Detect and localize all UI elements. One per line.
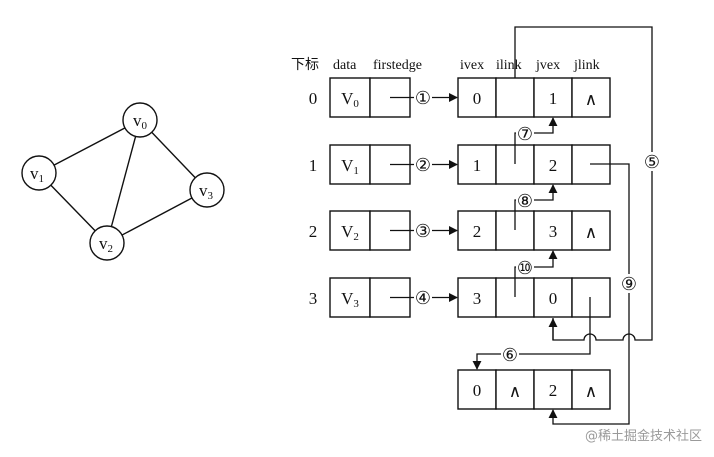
edge-nodes xyxy=(457,77,611,410)
vertex-index-1: 1 xyxy=(309,156,318,175)
svg-text:v3: v3 xyxy=(199,181,214,202)
graph-vertex-v1: v1 xyxy=(21,155,57,191)
vertex-cell-data-0 xyxy=(329,77,371,118)
marker-4: ④ xyxy=(414,288,432,308)
edge-node-3-jvex xyxy=(533,277,573,318)
header-ivex: ivex xyxy=(460,58,484,73)
edge-node-4-jvex xyxy=(533,369,573,410)
svg-text:⑦: ⑦ xyxy=(517,124,533,144)
graph-vertex-v0: v0 xyxy=(122,102,158,138)
edge-node-2-jvex-value: 3 xyxy=(549,222,558,241)
step-markers: ① ② ③ ④ ⑤ ⑥ ⑦ ⑧ xyxy=(414,88,661,365)
graph-edge-v0-v1 xyxy=(38,119,141,174)
graph-edge-v2-v3 xyxy=(106,189,208,244)
edge-node-4-ilink-null: ∧ xyxy=(509,382,521,401)
edge-node-4-jlink-null: ∧ xyxy=(585,382,597,401)
marker-9: ⑨ xyxy=(620,274,638,294)
marker-5: ⑤ xyxy=(643,152,661,172)
edge-node-1-jvex xyxy=(533,144,573,185)
marker-8: ⑧ xyxy=(516,191,534,211)
edge-node-3-ivex xyxy=(457,277,497,318)
graph xyxy=(38,119,208,244)
graph-vertices: v0 v1 v2 v3 xyxy=(21,102,225,261)
vertex-table-text: 0 1 2 3 V0 V1 V2 V3 xyxy=(309,89,360,310)
svg-text:⑥: ⑥ xyxy=(502,345,518,365)
jlink-pointer-9 xyxy=(548,163,630,425)
edge-node-0-jlink xyxy=(571,77,611,118)
svg-text:⑨: ⑨ xyxy=(621,274,637,294)
header-jlink: jlink xyxy=(573,58,600,73)
svg-text:⑤: ⑤ xyxy=(644,152,660,172)
marker-6: ⑥ xyxy=(501,345,519,365)
edge-node-0-jvex xyxy=(533,77,573,118)
edge-node-0-ivex-value: 0 xyxy=(473,89,482,108)
edge-node-4-ivex xyxy=(457,369,497,410)
vertex-index-2: 2 xyxy=(309,222,318,241)
edge-node-0-ilink xyxy=(495,77,535,118)
vertex-data-0: V0 xyxy=(341,89,359,110)
vertex-index-0: 0 xyxy=(309,89,318,108)
graph-vertex-v2: v2 xyxy=(89,225,125,261)
header-jvex: jvex xyxy=(535,58,560,73)
edge-node-1-ivex xyxy=(457,144,497,185)
edge-node-4-jlink xyxy=(571,369,611,410)
vertex-cell-data-1 xyxy=(329,144,371,185)
edge-node-0-jvex-value: 1 xyxy=(549,89,558,108)
watermark: @稀土掘金技术社区 xyxy=(585,428,702,444)
svg-text:③: ③ xyxy=(415,221,431,241)
vertex-data-3: V3 xyxy=(341,289,359,310)
marker-3: ③ xyxy=(414,221,432,241)
edge-node-4-ivex-value: 0 xyxy=(473,381,482,400)
svg-text:v2: v2 xyxy=(99,234,113,255)
graph-vertex-v3: v3 xyxy=(189,172,225,208)
vertex-data-2: V2 xyxy=(341,222,359,243)
edge-node-4-jvex-value: 2 xyxy=(549,381,558,400)
vertex-cell-data-3 xyxy=(329,277,371,318)
edge-node-3-jlink xyxy=(571,277,611,318)
svg-text:①: ① xyxy=(415,88,431,108)
header-index: 下标 xyxy=(291,57,319,73)
svg-text:⑧: ⑧ xyxy=(517,191,533,211)
edge-node-0-jlink-null: ∧ xyxy=(585,90,597,109)
svg-text:⑩: ⑩ xyxy=(517,258,533,278)
svg-text:v0: v0 xyxy=(133,111,148,132)
edge-node-2-jlink-null: ∧ xyxy=(585,223,597,242)
jlink-pointer-5 xyxy=(514,26,653,341)
header-data: data xyxy=(333,58,357,73)
graph-edge-v0-v2 xyxy=(106,119,141,244)
marker-10: ⑩ xyxy=(516,258,534,278)
header-firstedge: firstedge xyxy=(373,58,422,73)
edge-node-2-ivex xyxy=(457,210,497,251)
edge-node-2-ivex-value: 2 xyxy=(473,222,482,241)
marker-7: ⑦ xyxy=(516,124,534,144)
vertex-table xyxy=(329,77,411,318)
edge-node-3-jvex-value: 0 xyxy=(549,289,558,308)
edge-node-1-jvex-value: 2 xyxy=(549,156,558,175)
svg-text:②: ② xyxy=(415,155,431,175)
edge-node-2-jvex xyxy=(533,210,573,251)
vertex-index-3: 3 xyxy=(309,289,318,308)
column-headers: 下标 data firstedge ivex ilink jvex jlink xyxy=(291,57,600,73)
svg-text:v1: v1 xyxy=(30,164,44,185)
edge-node-1-ivex-value: 1 xyxy=(473,156,482,175)
marker-1: ① xyxy=(414,88,432,108)
marker-2: ② xyxy=(414,155,432,175)
jlink-pointer-6 xyxy=(472,297,591,370)
edge-node-3-ivex-value: 3 xyxy=(473,289,482,308)
edge-nodes-text: 0 1 ∧ 1 2 2 3 ∧ 3 0 0 ∧ 2 ∧ xyxy=(473,89,597,401)
vertex-cell-data-2 xyxy=(329,210,371,251)
svg-text:④: ④ xyxy=(415,288,431,308)
header-ilink: ilink xyxy=(496,58,522,73)
edge-node-2-jlink xyxy=(571,210,611,251)
vertex-data-1: V1 xyxy=(341,156,359,177)
